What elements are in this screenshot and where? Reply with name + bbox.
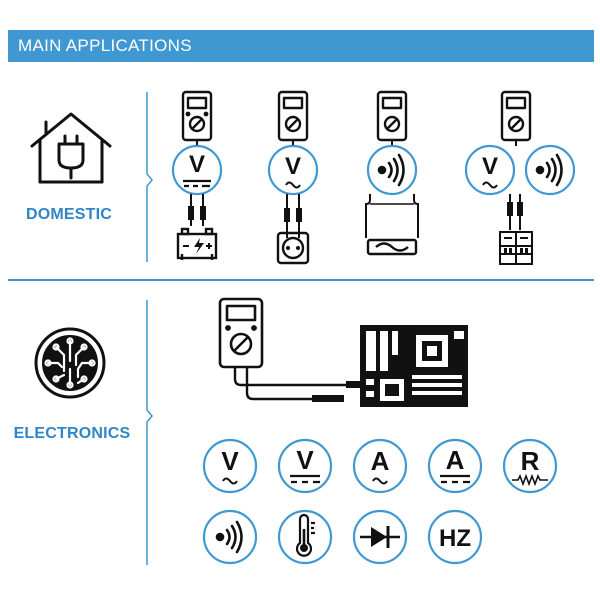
multimeter-icon xyxy=(376,90,408,142)
scene-breaker-panel: V xyxy=(464,90,576,265)
volt-symbol: V xyxy=(221,446,239,476)
ac-current-badge: A xyxy=(352,438,408,494)
function-badges-row-2: HZ xyxy=(202,509,483,565)
volt-symbol: V xyxy=(296,445,314,475)
hertz-symbol: HZ xyxy=(439,525,471,552)
volt-symbol: V xyxy=(189,151,205,178)
resistance-badge: R xyxy=(502,438,558,494)
diode-badge xyxy=(352,509,408,565)
scene-ac-voltage-socket: V xyxy=(267,90,319,265)
dc-voltage-badge: V xyxy=(277,438,333,494)
motherboard-icon xyxy=(360,325,468,407)
section-header: MAIN APPLICATIONS xyxy=(8,30,594,62)
continuity-badge xyxy=(202,509,258,565)
multimeter-icon xyxy=(181,90,213,142)
house-plug-icon xyxy=(30,112,112,184)
scene-continuity-fuse xyxy=(365,90,419,256)
section-divider xyxy=(8,279,594,281)
fuse-icon xyxy=(366,238,418,256)
socket-icon xyxy=(276,231,310,265)
temperature-badge xyxy=(277,509,333,565)
continuity-icon xyxy=(535,153,563,187)
ac-voltage-badge: V xyxy=(202,438,258,494)
breaker-icon xyxy=(499,231,533,265)
multimeter-icon xyxy=(218,297,264,369)
category-domestic: DOMESTIC xyxy=(25,206,113,223)
scene-electronics-circuit-board xyxy=(218,297,468,407)
volt-symbol: V xyxy=(482,153,498,180)
volt-symbol: V xyxy=(285,153,301,180)
amp-symbol: A xyxy=(446,445,465,475)
frequency-badge: HZ xyxy=(427,509,483,565)
continuity-icon xyxy=(377,153,405,187)
thermometer-icon xyxy=(295,513,315,557)
battery-icon xyxy=(176,227,218,260)
function-badges-row-1: V V A A R xyxy=(202,438,558,494)
scene-dc-voltage-battery: V xyxy=(171,90,223,260)
resistance-symbol: R xyxy=(521,446,540,476)
category-electronics: ELECTRONICS xyxy=(13,425,131,442)
multimeter-icon xyxy=(500,90,532,142)
multimeter-icon xyxy=(277,90,309,142)
header-title: MAIN APPLICATIONS xyxy=(18,36,192,55)
dc-current-badge: A xyxy=(427,438,483,494)
diode-icon xyxy=(360,526,400,548)
circuit-chip-icon xyxy=(34,327,106,399)
amp-symbol: A xyxy=(371,446,390,476)
